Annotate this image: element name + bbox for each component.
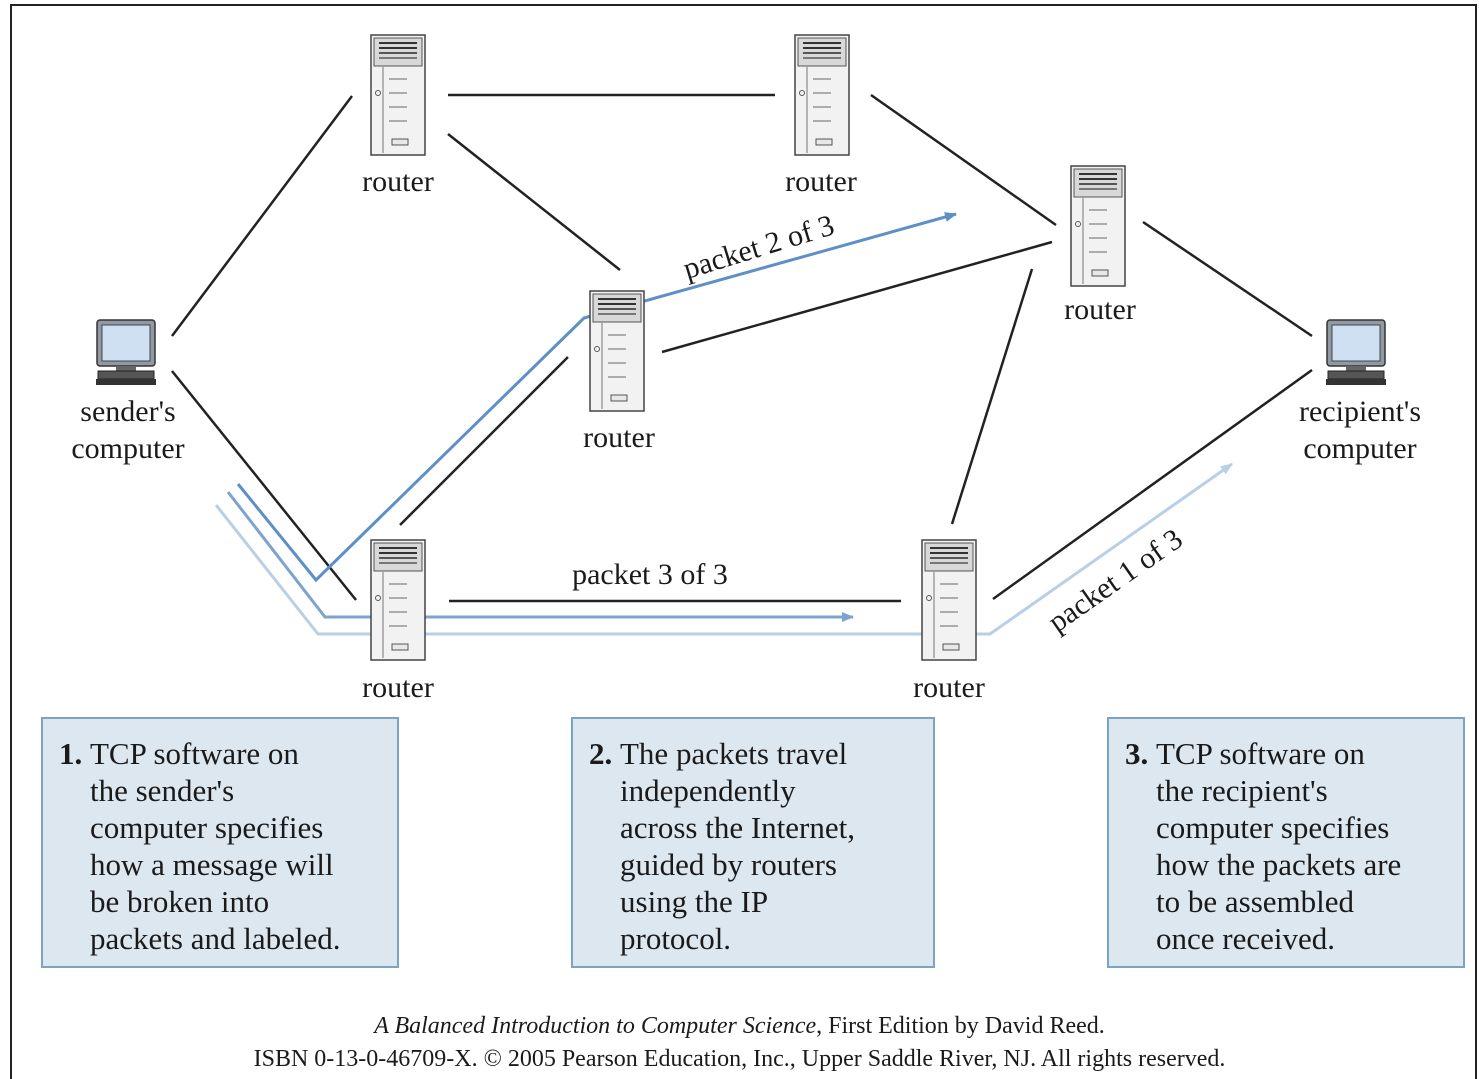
sender-label-line1: sender's xyxy=(80,395,175,428)
recipient-computer-icon xyxy=(1325,319,1387,386)
step-3-box: 3. TCP software on the recipient's compu… xyxy=(1107,717,1465,968)
figure-frame xyxy=(10,4,1477,1079)
step-3-text: TCP software on the recipient's computer… xyxy=(1156,736,1402,956)
packet-2-path xyxy=(236,212,957,583)
step-1-text: TCP software on the sender's computer sp… xyxy=(90,736,341,956)
credits-line-2: ISBN 0-13-0-46709-X. © 2005 Pearson Educ… xyxy=(253,1046,1226,1072)
step-1-box: 1. TCP software on the sender's computer… xyxy=(41,717,399,968)
link-router-top-left-router-center xyxy=(447,133,621,271)
packet-3-label: packet 3 of 3 xyxy=(572,558,728,591)
link-router-center-router-bottom-left xyxy=(399,356,569,526)
step-2-number: 2. xyxy=(589,736,613,771)
link-router-top-right-router-right xyxy=(870,93,1057,227)
link-sender-router-top-left xyxy=(171,95,353,337)
router-right-label: router xyxy=(1064,293,1136,326)
packet-1-path xyxy=(214,462,1233,636)
link-router-right-router-bottom-right xyxy=(950,268,1034,525)
router-icon xyxy=(370,34,426,156)
router-icon xyxy=(1070,165,1126,287)
network-links xyxy=(171,93,1313,603)
recipient-label-line1: recipient's xyxy=(1299,395,1421,428)
link-sender-router-bottom-left xyxy=(171,370,357,601)
credits-line-1: A Balanced Introduction to Computer Scie… xyxy=(0,1010,1479,1043)
link-router-right-recipient xyxy=(1142,220,1313,338)
router-top-left-label: router xyxy=(362,165,434,198)
router-bottom-right-label: router xyxy=(913,671,985,704)
recipient-label-line2: computer xyxy=(1303,432,1416,465)
sender-computer-icon xyxy=(95,319,157,386)
step-1-number: 1. xyxy=(59,736,83,771)
router-bottom-left-label: router xyxy=(362,671,434,704)
step-2-box: 2. The packets travel independently acro… xyxy=(571,717,935,968)
router-icon xyxy=(589,290,645,412)
book-title: A Balanced Introduction to Computer Scie… xyxy=(374,1013,817,1039)
router-icon xyxy=(370,539,426,661)
link-router-center-router-right xyxy=(661,240,1053,354)
router-icon xyxy=(921,539,977,661)
link-router-bottom-right-recipient xyxy=(992,368,1313,601)
book-edition: , First Edition by David Reed. xyxy=(816,1013,1105,1039)
router-center-label: router xyxy=(583,421,655,454)
step-2-text: The packets travel independently across … xyxy=(620,736,855,956)
packet-2-label: packet 2 of 3 xyxy=(679,209,838,286)
router-icon xyxy=(794,34,850,156)
step-3-number: 3. xyxy=(1125,736,1149,771)
router-top-right-label: router xyxy=(785,165,857,198)
sender-label-line2: computer xyxy=(71,432,184,465)
packet-3-path xyxy=(226,491,854,622)
credits: A Balanced Introduction to Computer Scie… xyxy=(0,1010,1479,1076)
